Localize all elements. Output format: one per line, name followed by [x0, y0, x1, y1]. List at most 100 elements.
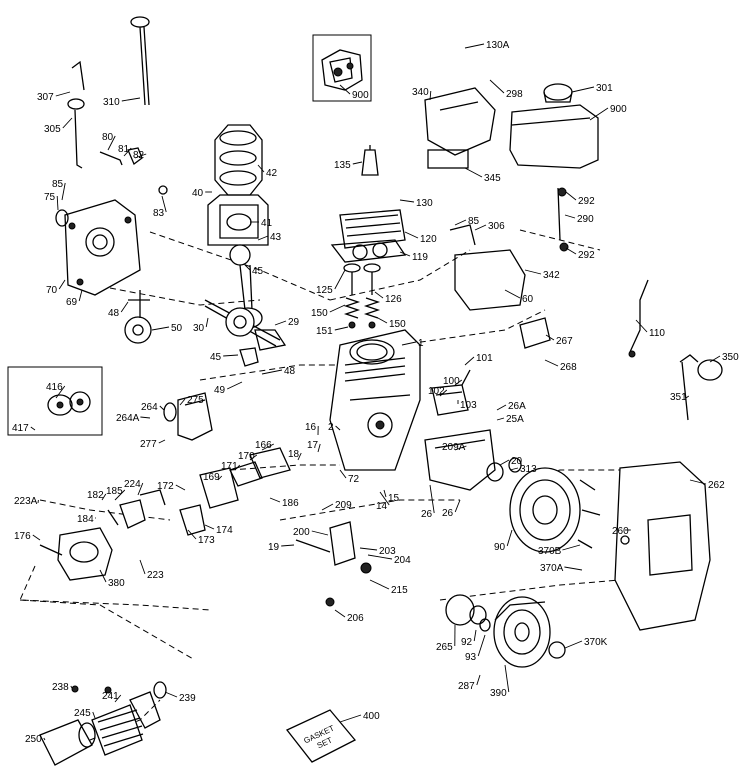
- spark-plug: [361, 145, 379, 176]
- speed-control: [295, 521, 372, 607]
- part-label-85a: 85: [52, 179, 64, 190]
- ignition-coil: [431, 369, 471, 416]
- part-label-305: 305: [44, 124, 61, 135]
- leader-line-166: [261, 443, 275, 451]
- leader-line-26a: [429, 484, 435, 514]
- carburetor: [39, 489, 166, 581]
- part-label-151: 151: [316, 326, 333, 337]
- part-label-182: 182: [87, 490, 104, 501]
- part-label-200: 200: [293, 527, 310, 538]
- blower-baffle: [424, 429, 496, 491]
- part-label-2: 2: [328, 422, 334, 433]
- part-label-260: 260: [612, 526, 629, 537]
- leader-line-48b: [261, 369, 283, 375]
- leader-line-50: [151, 326, 170, 331]
- part-label-15: 15: [388, 493, 400, 504]
- leader-line-203: [359, 547, 378, 551]
- leader-line-200: [311, 530, 329, 536]
- stop-switch: [679, 354, 723, 421]
- part-label-370k: 370K: [584, 637, 608, 648]
- part-label-119: 119: [412, 252, 428, 263]
- part-label-110: 110: [649, 328, 665, 339]
- part-label-83: 83: [153, 208, 165, 219]
- leader-line-119: [399, 251, 411, 257]
- part-label-417: 417: [12, 423, 29, 434]
- part-label-185: 185: [106, 486, 123, 497]
- part-label-25a: 25A: [506, 414, 524, 425]
- part-label-342: 342: [543, 270, 560, 281]
- leader-line-130: [399, 199, 415, 203]
- leader-line-370k: [564, 640, 583, 649]
- air-cleaner-assembly: [39, 681, 167, 766]
- part-label-45b: 45: [210, 352, 222, 363]
- leader-line-275: [179, 398, 186, 406]
- part-label-268: 268: [560, 362, 577, 373]
- part-label-310: 310: [103, 97, 120, 108]
- flywheel: [509, 467, 601, 553]
- leader-line-277: [158, 439, 166, 444]
- part-label-209a: 209A: [442, 442, 466, 453]
- leader-line-170: [249, 454, 258, 461]
- leader-line-171: [234, 464, 241, 471]
- leader-line-287: [476, 674, 481, 686]
- recoil-starter: [493, 596, 566, 668]
- part-label-170: 170: [238, 451, 255, 462]
- leader-line-262: [689, 479, 707, 485]
- part-label-171: 171: [221, 461, 238, 472]
- part-label-223: 223: [147, 570, 164, 581]
- part-label-298: 298: [506, 89, 523, 100]
- part-label-245: 245: [74, 708, 91, 719]
- leader-line-380: [99, 569, 107, 583]
- leader-line-101: [464, 356, 475, 366]
- leader-line-69: [78, 289, 83, 302]
- part-label-130: 130: [416, 198, 433, 209]
- part-label-135: 135: [334, 160, 351, 171]
- leader-line-2: [335, 425, 341, 431]
- part-label-75: 75: [44, 192, 56, 203]
- part-label-306: 306: [488, 221, 505, 232]
- part-label-186: 186: [282, 498, 299, 509]
- part-label-69: 69: [66, 297, 78, 308]
- piston-rings: [214, 124, 263, 196]
- engine-thumbnail-inset: [312, 34, 372, 102]
- part-label-150a: 150: [311, 308, 328, 319]
- blower-housing: [614, 461, 711, 631]
- part-label-120: 120: [420, 234, 437, 245]
- leader-line-43: [257, 235, 269, 241]
- leader-line-85b: [454, 219, 467, 226]
- part-label-26a: 26A: [508, 401, 526, 412]
- leader-line-45b: [223, 354, 239, 357]
- leader-line-110: [635, 319, 648, 333]
- part-label-239: 239: [179, 693, 196, 704]
- part-label-390: 390: [490, 688, 507, 699]
- leader-line-120: [404, 231, 419, 239]
- part-label-174: 174: [216, 525, 233, 536]
- fuel-line: [557, 187, 569, 252]
- part-label-102: 102: [428, 386, 445, 397]
- leader-line-45a: [244, 264, 251, 271]
- part-label-900a: 900: [352, 90, 369, 101]
- part-label-301: 301: [596, 83, 613, 94]
- leader-line-310: [121, 97, 141, 102]
- leader-line-290: [564, 214, 576, 219]
- leader-line-60: [504, 289, 521, 299]
- part-label-80: 80: [102, 132, 114, 143]
- leader-line-305: [62, 117, 73, 129]
- leader-line-215: [369, 579, 390, 590]
- leader-line-223: [139, 559, 146, 575]
- leader-line-42: [257, 164, 265, 173]
- part-label-287: 287: [458, 681, 475, 692]
- leader-line-70: [58, 279, 66, 290]
- part-label-150b: 150: [389, 319, 406, 330]
- leader-line-81: [123, 147, 132, 157]
- part-label-42: 42: [266, 168, 278, 179]
- leader-line-25a: [496, 417, 505, 421]
- leader-line-186: [269, 497, 281, 503]
- leader-line-48a: [120, 301, 129, 313]
- part-label-45a: 45: [252, 266, 264, 277]
- crankcase-cover: [55, 147, 168, 296]
- part-label-340: 340: [412, 87, 429, 98]
- leader-line-206: [334, 609, 346, 618]
